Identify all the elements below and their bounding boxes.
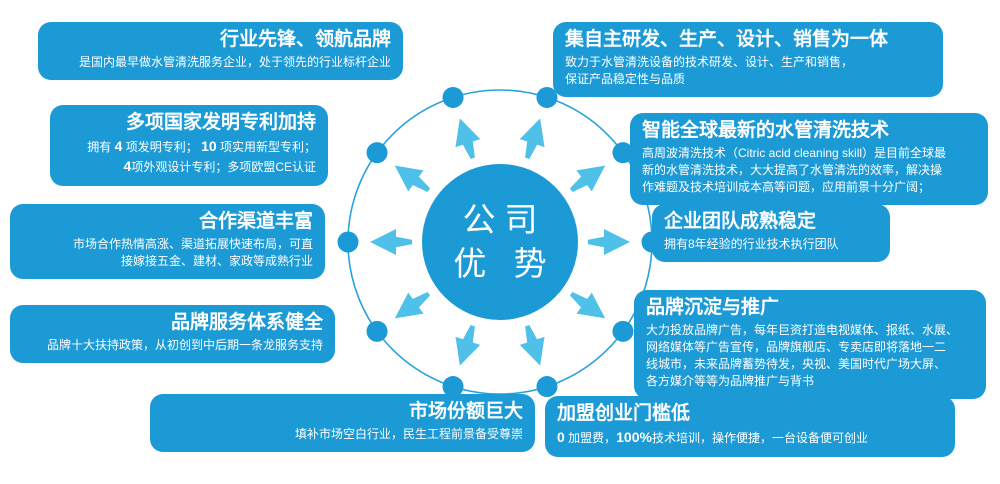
- card-market-share[interactable]: 市场份额巨大 填补市场空白行业，民生工程前景备受尊崇: [150, 394, 535, 453]
- card-description: 致力于水管清洗设备的技术研发、设计、生产和销售， 保证产品稳定性与品质: [565, 54, 931, 88]
- card-national-patents[interactable]: 多项国家发明专利加持 拥有 4 项发明专利； 10 项实用新型专利； 4项外观设…: [50, 105, 328, 187]
- hub-line-2: 优 势: [453, 245, 556, 282]
- card-rich-channels[interactable]: 合作渠道丰富 市场合作热情高涨、渠道拓展快速布局，可直 接嫁接五金、建材、家政等…: [10, 204, 325, 280]
- desc-line: 接嫁接五金、建材、家政等成熟行业: [120, 254, 313, 269]
- desc-line: 高周波清洗技术（Citric acid cleaning skill）是目前全球…: [642, 146, 947, 161]
- card-industry-pioneer[interactable]: 行业先锋、领航品牌 是国内最早做水管清洗服务企业，处于领先的行业标杆企业: [38, 22, 403, 81]
- desc-line: 网络媒体等广告宣传，品牌旗舰店、专卖店即将落地一二: [646, 340, 947, 355]
- franchise-text-a: 加盟费，: [564, 431, 617, 446]
- hub-line-1: 公司: [462, 201, 547, 239]
- card-service-system[interactable]: 品牌服务体系健全 品牌十大扶持政策，从初创到中后期一条龙服务支持: [10, 305, 335, 364]
- card-title: 品牌沉淀与推广: [646, 297, 780, 318]
- franchise-text-b: 技术培训，操作便捷，一台设备便可创业: [651, 431, 868, 446]
- card-title: 品牌服务体系健全: [170, 312, 323, 333]
- card-title: 加盟创业门槛低: [557, 403, 691, 424]
- card-title: 智能全球最新的水管清洗技术: [642, 120, 890, 141]
- card-low-franchise-threshold[interactable]: 加盟创业门槛低 0 加盟费，100%技术培训，操作便捷，一台设备便可创业: [545, 396, 955, 458]
- patents-count-invention: 4: [114, 138, 123, 155]
- card-integrated-business[interactable]: 集自主研发、生产、设计、销售为一体 致力于水管清洗设备的技术研发、设计、生产和销…: [553, 22, 943, 98]
- patents-count-design: 4: [123, 158, 132, 175]
- desc-line: 作难题及技术培训成本高等问题，应用前景十分广阔；: [642, 180, 931, 195]
- card-title: 多项国家发明专利加持: [125, 112, 316, 133]
- card-cleaning-technology[interactable]: 智能全球最新的水管清洗技术 高周波清洗技术（Citric acid cleani…: [630, 113, 988, 206]
- patents-line-2: 4项外观设计专利；多项欧盟CE认证: [62, 157, 316, 177]
- card-title: 集自主研发、生产、设计、销售为一体: [565, 29, 889, 50]
- card-title: 市场份额巨大: [408, 401, 523, 422]
- desc-line: 线城市，未来品牌蓄势待发，央视、美国时代广场大屏、: [646, 357, 947, 372]
- card-description: 拥有8年经验的行业技术执行团队: [664, 237, 839, 252]
- card-description: 拥有 4 项发明专利； 10 项实用新型专利； 4项外观设计专利；多项欧盟CE认…: [62, 137, 316, 177]
- center-hub-label: 公司 优 势: [320, 62, 680, 422]
- card-description: 品牌十大扶持政策，从初创到中后期一条龙服务支持: [46, 338, 323, 353]
- card-title: 行业先锋、领航品牌: [219, 29, 391, 50]
- patents-text-d: 项外观设计专利；多项欧盟CE认证: [131, 160, 316, 175]
- card-brand-promotion[interactable]: 品牌沉淀与推广 大力投放品牌广告，每年巨资打造电视媒体、报纸、水展、 网络媒体等…: [634, 290, 986, 400]
- desc-line: 致力于水管清洗设备的技术研发、设计、生产和销售，: [565, 55, 854, 70]
- desc-line: 保证产品稳定性与品质: [565, 72, 686, 87]
- card-description: 高周波清洗技术（Citric acid cleaning skill）是目前全球…: [642, 145, 976, 196]
- desc-line: 市场合作热情高涨、渠道拓展快速布局，可直: [72, 237, 313, 252]
- patents-text-c: 项实用新型专利；: [216, 140, 316, 155]
- card-description: 填补市场空白行业，民生工程前景备受尊崇: [294, 427, 523, 442]
- card-mature-team[interactable]: 企业团队成熟稳定 拥有8年经验的行业技术执行团队: [652, 204, 890, 263]
- patents-line-1: 拥有 4 项发明专利； 10 项实用新型专利；: [62, 137, 316, 157]
- patents-text-a: 拥有: [87, 140, 115, 155]
- card-description: 大力投放品牌广告，每年巨资打造电视媒体、报纸、水展、 网络媒体等广告宣传，品牌旗…: [646, 322, 974, 390]
- card-description: 是国内最早做水管清洗服务企业，处于领先的行业标杆企业: [78, 55, 391, 70]
- card-title: 企业团队成熟稳定: [664, 211, 817, 232]
- desc-line: 各方媒介等等为品牌推广与背书: [646, 374, 815, 389]
- franchise-training-percent: 100%: [616, 429, 652, 446]
- card-description: 0 加盟费，100%技术培训，操作便捷，一台设备便可创业: [557, 428, 943, 448]
- desc-line: 新的水管清洗技术，大大提高了水管清洗的效率，解决操: [642, 163, 943, 178]
- card-title: 合作渠道丰富: [198, 211, 313, 232]
- patents-text-b: 项发明专利；: [122, 140, 202, 155]
- desc-line: 大力投放品牌广告，每年巨资打造电视媒体、报纸、水展、: [646, 323, 959, 338]
- franchise-fee-value: 0: [557, 429, 565, 446]
- patents-count-utility: 10: [201, 138, 217, 155]
- card-description: 市场合作热情高涨、渠道拓展快速布局，可直 接嫁接五金、建材、家政等成熟行业: [22, 236, 313, 270]
